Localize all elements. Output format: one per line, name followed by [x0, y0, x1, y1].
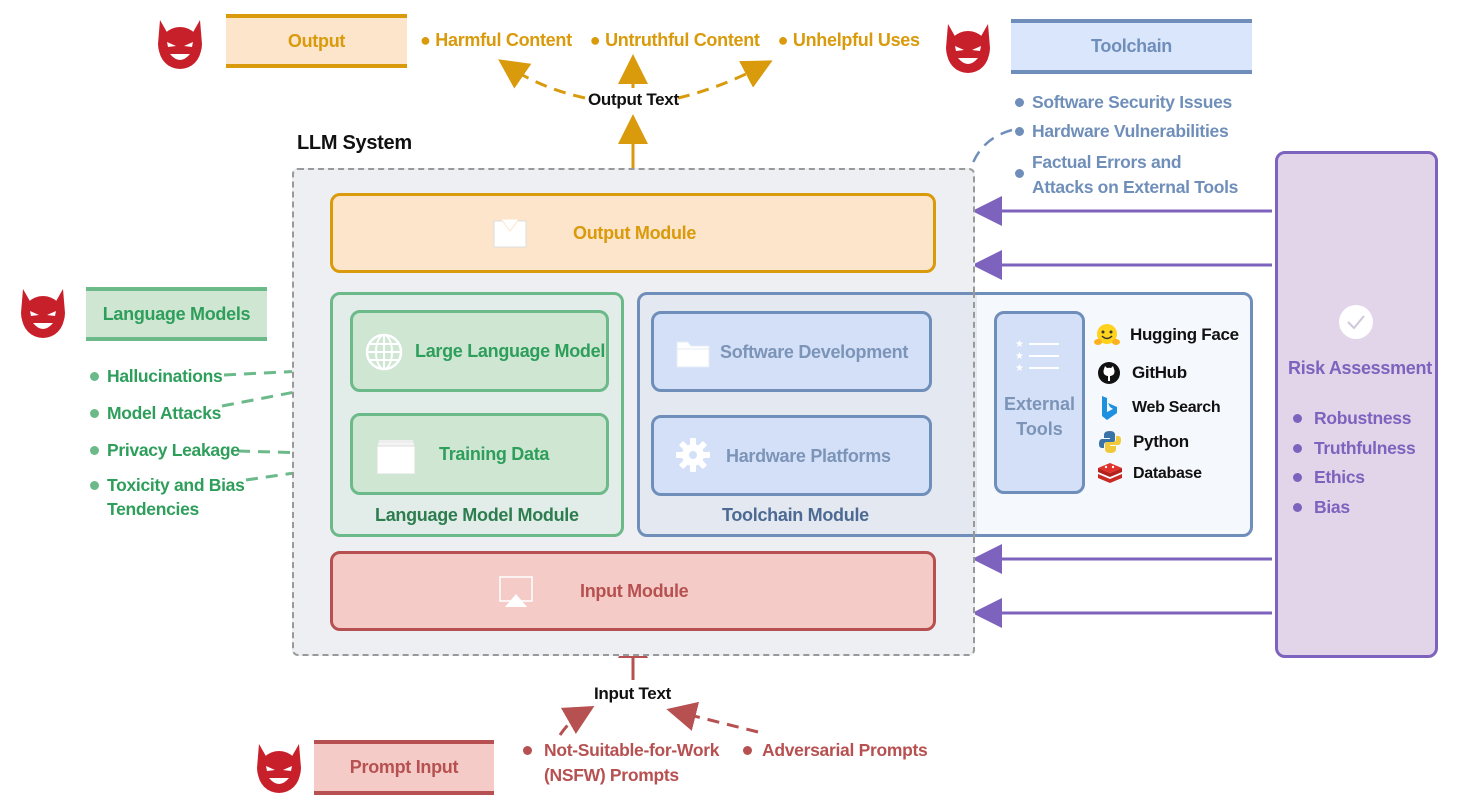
- globe-icon: [365, 333, 403, 371]
- svg-text:★: ★: [1015, 351, 1024, 362]
- language-risk-item: Hallucinations: [90, 358, 257, 395]
- llm-system-title: LLM System: [297, 132, 412, 154]
- risk-criterion: Ethics: [1293, 463, 1415, 493]
- system-boundary-divider: [973, 292, 975, 537]
- training-data-box[interactable]: Training Data: [350, 413, 609, 495]
- output-risks: ● Harmful Content ● Untruthful Content ●…: [420, 30, 920, 51]
- language-risk-item: Privacy Leakage: [90, 432, 257, 469]
- hardware-platforms-box[interactable]: Hardware Platforms: [651, 415, 932, 496]
- risk-assessment-criteria: Robustness Truthfulness Ethics Bias: [1293, 404, 1416, 523]
- input-tray-icon: [499, 576, 533, 607]
- toolchain-module-label: Toolchain Module: [722, 505, 869, 525]
- output-risk-item: ● Unhelpful Uses: [777, 30, 920, 50]
- toolchain-risk-item: Software Security Issues: [1015, 88, 1242, 117]
- devil-icon: [158, 20, 202, 69]
- risk-assessment-title: Risk Assessment: [1288, 358, 1432, 378]
- language-risks: Hallucinations Model Attacks Privacy Lea…: [90, 358, 257, 521]
- language-model-module-label: Language Model Module: [375, 505, 579, 525]
- gear-icon: [676, 438, 710, 472]
- language-models-banner-label: Language Models: [102, 303, 251, 324]
- output-tray-icon: [493, 218, 527, 248]
- toolchain-risk-item: Hardware Vulnerabilities: [1015, 117, 1242, 146]
- external-tools-box[interactable]: ★ ★ ★ External Tools: [994, 311, 1085, 494]
- tool-github: GitHub: [1096, 360, 1187, 386]
- devil-icon: [257, 744, 301, 793]
- output-risk-item: ● Untruthful Content: [589, 30, 760, 50]
- training-data-label: Training Data: [439, 444, 550, 464]
- hugging-face-icon: [1094, 322, 1120, 348]
- star-list-icon: ★ ★ ★: [1015, 339, 1059, 372]
- input-module[interactable]: Input Module: [330, 551, 936, 631]
- tool-web-search: Web Search: [1096, 395, 1221, 421]
- svg-text:★: ★: [1015, 363, 1024, 372]
- input-risk-adversarial: Adversarial Prompts: [743, 738, 928, 763]
- output-text-label: Output Text: [588, 90, 679, 109]
- toolchain-risk-item: Factual Errors and Attacks on External T…: [1015, 150, 1242, 200]
- tool-database: Database: [1097, 461, 1202, 487]
- output-banner-label: Output: [287, 30, 346, 51]
- large-language-model-box[interactable]: Large Language Model: [350, 310, 609, 392]
- toolchain-banner-label: Toolchain: [1091, 36, 1172, 56]
- output-risk-item: ● Harmful Content: [420, 30, 572, 50]
- github-icon: [1096, 360, 1122, 386]
- devil-icon: [946, 24, 990, 73]
- output-module-label: Output Module: [573, 223, 697, 243]
- toolchain-banner: Toolchain: [1011, 19, 1252, 74]
- language-models-banner: Language Models: [86, 287, 267, 341]
- risk-criterion: Robustness: [1293, 404, 1415, 434]
- software-development-label: Software Development: [720, 342, 909, 362]
- prompt-input-banner-label: Prompt Input: [349, 757, 459, 777]
- tool-python: Python: [1097, 429, 1189, 455]
- check-circle-icon: [1339, 305, 1373, 339]
- redis-database-icon: [1097, 461, 1123, 487]
- document-stack-icon: [377, 440, 415, 474]
- prompt-input-banner: Prompt Input: [314, 740, 494, 795]
- hardware-platforms-label: Hardware Platforms: [726, 446, 891, 466]
- large-language-model-label: Large Language Model: [415, 341, 606, 361]
- toolchain-risks: Software Security Issues Hardware Vulner…: [1015, 88, 1242, 200]
- tool-hugging-face: Hugging Face: [1094, 322, 1239, 348]
- language-risk-item: Model Attacks: [90, 395, 257, 432]
- software-development-box[interactable]: Software Development: [651, 311, 932, 392]
- input-risk-nsfw: Not-Suitable-for-Work (NSFW) Prompts: [523, 738, 734, 788]
- bing-icon: [1096, 395, 1122, 421]
- svg-text:★: ★: [1015, 339, 1024, 350]
- risk-criterion: Bias: [1293, 493, 1415, 523]
- devil-icon: [21, 289, 65, 338]
- input-text-label: Input Text: [594, 684, 671, 703]
- external-tools-label: External Tools: [1003, 394, 1076, 439]
- folder-icon: [676, 341, 710, 368]
- language-risk-item: Toxicity and Bias Tendencies: [90, 473, 257, 521]
- python-icon: [1097, 429, 1123, 455]
- input-module-label: Input Module: [580, 581, 689, 601]
- output-banner: Output: [226, 14, 407, 68]
- risk-assessment-panel[interactable]: Risk Assessment Robustness Truthfulness …: [1275, 151, 1438, 658]
- output-module[interactable]: Output Module: [330, 193, 936, 273]
- risk-criterion: Truthfulness: [1293, 434, 1416, 464]
